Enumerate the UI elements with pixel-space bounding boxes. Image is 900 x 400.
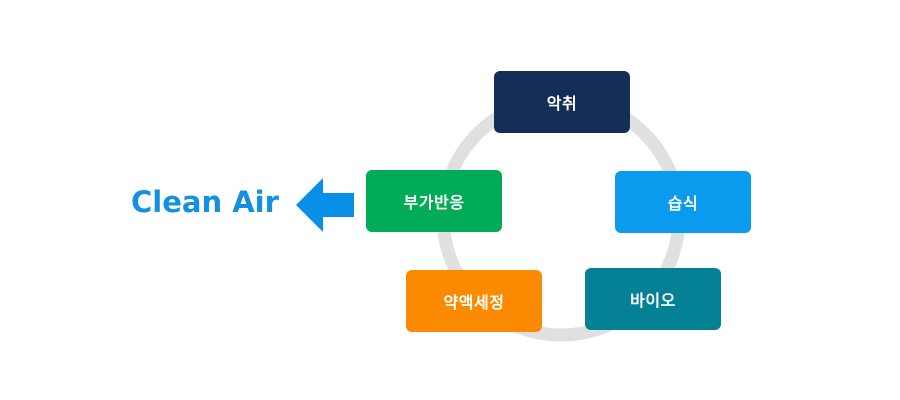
arrow-left-icon xyxy=(296,178,354,232)
step-label-wet: 습식 xyxy=(667,194,699,213)
arrow-left-shape xyxy=(296,178,354,232)
step-label-chemical-scrubbing: 약액세정 xyxy=(443,293,505,312)
step-box-bio: 바이오 xyxy=(585,268,721,330)
output-label: Clean Air xyxy=(131,185,279,219)
step-label-additional-reaction: 부가반응 xyxy=(403,193,465,212)
step-box-additional-reaction: 부가반응 xyxy=(366,170,502,232)
step-box-wet: 습식 xyxy=(615,171,751,233)
step-label-odor: 악취 xyxy=(546,94,578,113)
step-box-chemical-scrubbing: 약액세정 xyxy=(406,270,542,332)
step-box-odor: 악취 xyxy=(494,71,630,133)
step-label-bio: 바이오 xyxy=(630,291,676,310)
